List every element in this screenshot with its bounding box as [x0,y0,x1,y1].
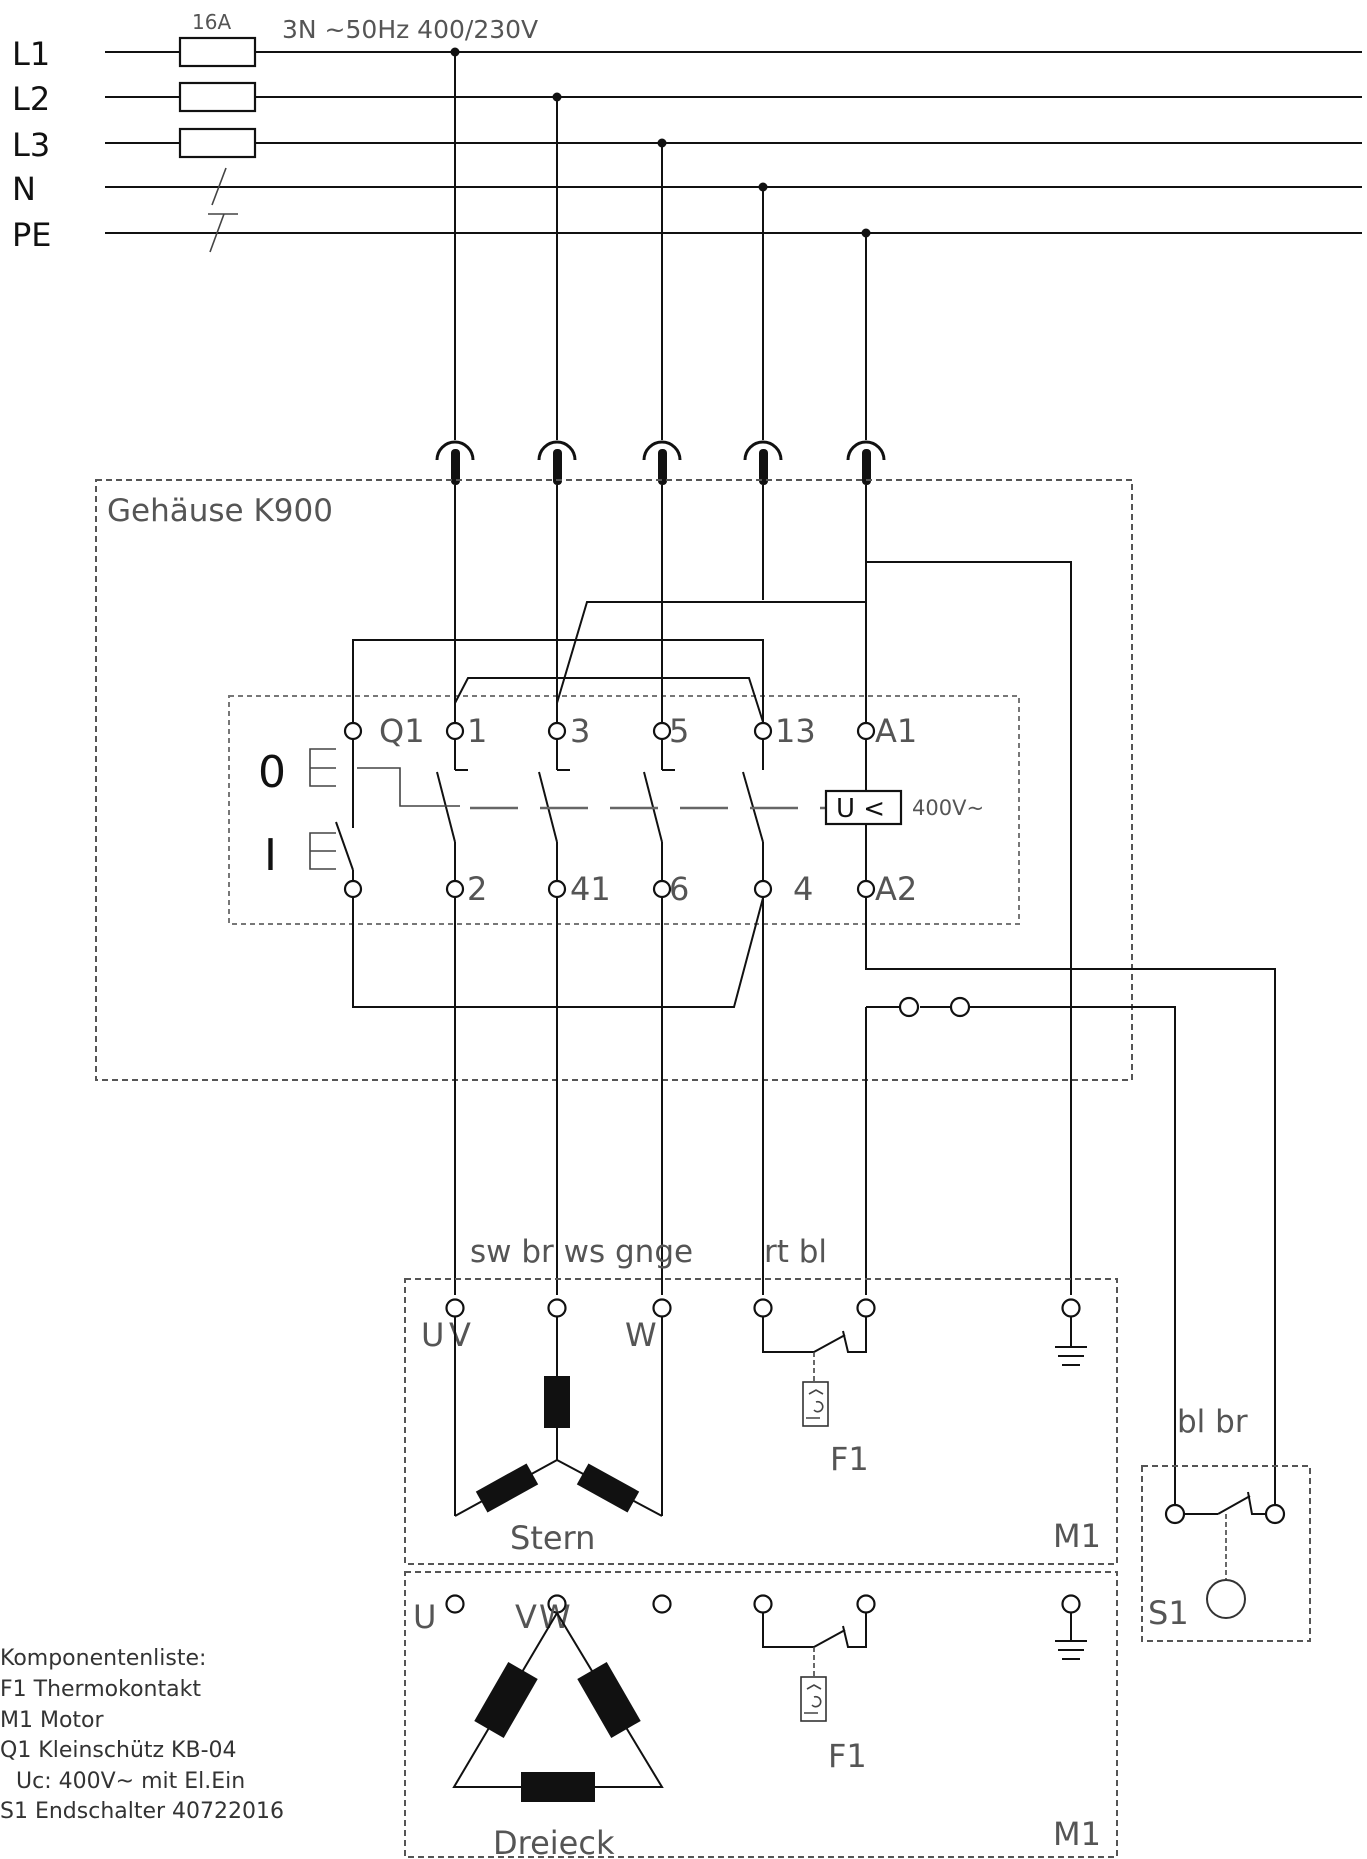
star-thermal-label: F1 [830,1440,869,1478]
q1-terminal-top-a1: A1 [875,712,917,750]
enclosure-k900 [95,479,1133,1081]
component-legend: Komponentenliste: F1 Thermokontakt M1 Mo… [0,1646,284,1824]
motor-star-box [404,1278,1118,1565]
supply-line-labels: L1 L2 L3 N PE [12,35,52,254]
legend-title: Komponentenliste: [0,1646,206,1671]
delta-terminal-u: U [413,1598,436,1636]
legend-item-s1: S1 Endschalter 40722016 [0,1799,284,1824]
coil-voltage: 400V~ [912,796,984,820]
q1-name: Q1 [379,712,425,750]
supply-drops [454,52,867,440]
switch-cable-colors: bl br [1177,1404,1248,1440]
fuses [178,36,257,253]
line-label-l1: L1 [12,35,50,73]
q1-feed-wires [352,485,1072,1295]
line-label-l3: L3 [12,126,50,164]
star-label: Stern [510,1519,595,1557]
fuse-l2 [178,81,257,113]
star-terminal-v: V [449,1316,471,1354]
q1-terminal-bottom-41: 41 [570,870,611,908]
n-slash [211,167,227,206]
limit-switch-name: S1 [1148,1594,1189,1632]
line-label-n: N [12,170,36,208]
thermal-cable-colors: rt bl [764,1234,827,1270]
q1-contacts [309,740,764,880]
q1-terminal-top-3: 3 [570,712,590,750]
q1-output-wires [352,897,1276,1505]
motor-star-terminals [445,1298,1081,1318]
q1-terminal-top-5: 5 [669,712,689,750]
delta-thermal-label: F1 [828,1737,867,1775]
limit-switch-contact [1164,1491,1286,1619]
q1-terminal-top-13: 13 [775,712,816,750]
star-thermal-contact [762,1317,867,1427]
star-terminal-u: U [421,1316,444,1354]
q1-bottom-terminals [343,879,876,899]
legend-item-m1: M1 Motor [0,1708,104,1733]
q1-terminal-bottom-4: 4 [793,870,813,908]
fuse-l1 [178,36,257,68]
q1-terminal-bottom-6: 6 [669,870,689,908]
motor-star-windings [454,1317,663,1517]
q1-terminal-top-1: 1 [467,712,487,750]
q1-off-label: 0 [258,747,286,798]
motor-delta-terminals [445,1594,1081,1614]
delta-terminal-v: V [515,1598,537,1636]
line-label-pe: PE [12,216,52,254]
delta-label: Dreieck [493,1824,615,1859]
enclosure-title: Gehäuse K900 [107,493,333,529]
plug-connectors [435,440,886,485]
undervoltage-coil [824,789,903,826]
delta-motor-name: M1 [1053,1815,1101,1853]
star-motor-name: M1 [1053,1517,1101,1555]
motor-delta-box [404,1571,1118,1858]
pe-slash [209,213,225,253]
undervoltage-label: U < [836,794,885,824]
q1-on-label: I [264,830,277,881]
motor-delta-windings [452,1611,664,1802]
legend-item-f1: F1 Thermokontakt [0,1677,201,1702]
star-earth-icon [1055,1317,1087,1366]
delta-earth-icon [1055,1613,1087,1660]
supply-lines [105,51,1362,234]
network-rating: 3N ~50Hz 400/230V [282,15,538,44]
line-label-l2: L2 [12,80,50,118]
contactor-q1-box [228,695,1020,925]
legend-item-q1: Q1 Kleinschütz KB-04 [0,1738,237,1763]
limit-switch-box [1141,1465,1311,1642]
fuse-rating: 16A [192,10,231,34]
fuse-l3 [178,127,257,159]
q1-top-terminals [343,721,876,741]
delta-thermal-contact [762,1613,867,1722]
legend-item-uc: Uc: 400V~ mit El.Ein [16,1769,245,1794]
motor-cable-colors: sw br ws gnge [470,1234,693,1270]
star-terminal-w: W [625,1316,657,1354]
q1-terminal-bottom-a2: A2 [875,870,917,908]
q1-terminal-bottom-2: 2 [467,870,487,908]
